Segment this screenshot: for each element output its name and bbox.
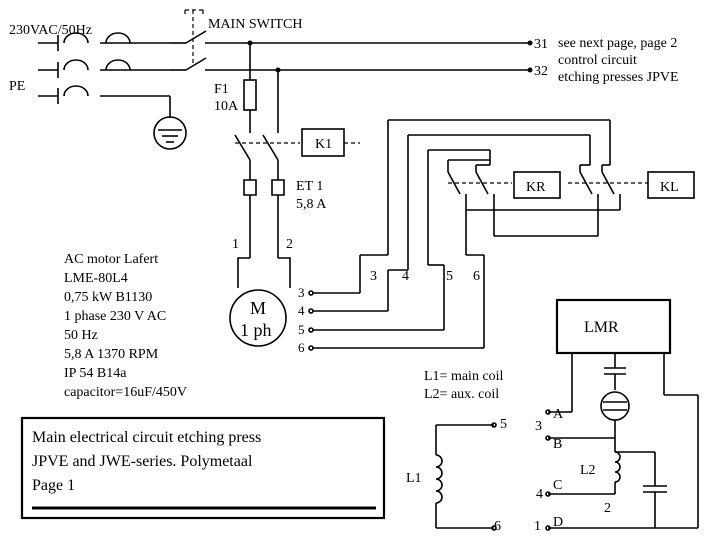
motor-lead-1: 1: [232, 237, 239, 252]
l1-top-terminal: 5: [500, 417, 507, 432]
fuse-f1: [243, 43, 257, 133]
l1-bottom-terminal: 6: [494, 519, 501, 534]
supply-voltage-label: 230VAC/50Hz: [9, 23, 92, 38]
l2-label: L2: [580, 463, 596, 478]
l1-coil: [435, 422, 497, 531]
title-line-3: Page 1: [32, 477, 75, 494]
coil-legend-2: L2= aux. coil: [424, 387, 499, 402]
lmr-circuit: [545, 353, 699, 531]
supply-lines: [38, 32, 171, 118]
lmr-port-d-letter: D: [553, 515, 563, 530]
terminal-31: 31: [534, 37, 548, 52]
motor-spec-line: 5,8 A 1370 RPM: [64, 347, 159, 362]
kl-label: KL: [660, 180, 679, 195]
motor-spec-line: IP 54 B14a: [64, 366, 127, 381]
title-line-1: Main electrical circuit etching press: [32, 429, 261, 446]
bus-label-3: 3: [370, 269, 377, 284]
title-line-2: JPVE and JWE-series. Polymetaal: [32, 453, 253, 470]
kr-coil: [513, 171, 561, 199]
motor-lead-2: 2: [286, 237, 293, 252]
next-page-note-2: control circuit: [558, 53, 637, 68]
motor-specs: AC motor Lafert LME-80L4 0,75 kW B1130 1…: [64, 252, 187, 400]
motor-spec-line: 50 Hz: [64, 328, 98, 343]
motor-winding-leads: [308, 290, 484, 351]
motor-symbol-1ph: 1 ph: [240, 320, 272, 340]
motor-symbol-m: M: [250, 298, 266, 318]
motor-spec-line: capacitor=16uF/450V: [64, 385, 187, 400]
thermal-rating: 5,8 A: [296, 197, 327, 212]
lmr-label: LMR: [584, 319, 619, 336]
next-page-note-1: see next page, page 2: [558, 36, 677, 51]
lmr-box: [555, 298, 672, 355]
kl-coil: [647, 171, 695, 199]
motor-terminal-3: 3: [298, 285, 305, 300]
motor-spec-line: AC motor Lafert: [64, 252, 158, 267]
k1-label: K1: [315, 137, 332, 152]
main-switch-label: MAIN SWITCH: [208, 17, 303, 32]
bus-label-6: 6: [473, 269, 480, 284]
next-page-note-3: etching presses JPVE: [558, 70, 679, 85]
ground-symbol: [153, 116, 187, 150]
l2-tap-label: 2: [604, 501, 611, 516]
lmr-port-a-num: 3: [535, 419, 542, 434]
lmr-port-a-letter: A: [553, 407, 564, 422]
thermal-name: ET 1: [296, 179, 323, 194]
bus-label-4: 4: [402, 269, 409, 284]
kr-label: KR: [526, 180, 546, 195]
reversing-network: [359, 119, 648, 348]
lmr-port-b-letter: B: [553, 437, 562, 452]
lmr-port-c-letter: C: [553, 478, 562, 493]
motor-spec-line: LME-80L4: [64, 271, 128, 286]
motor-terminal-4: 4: [298, 303, 305, 318]
title-block: [20, 416, 386, 520]
motor-spec-line: 0,75 kW B1130: [64, 290, 152, 305]
motor-terminal-5: 5: [298, 322, 305, 337]
fuse-rating: 10A: [214, 99, 239, 114]
terminal-32: 32: [534, 64, 548, 79]
coil-legend-1: L1= main coil: [424, 369, 504, 384]
lmr-port-d-num: 1: [534, 519, 541, 534]
motor-spec-line: 1 phase 230 V AC: [64, 309, 166, 324]
motor-symbol: [229, 289, 287, 347]
lmr-port-c-num: 4: [536, 487, 543, 502]
k1-contacts: [234, 134, 300, 180]
bus-label-5: 5: [446, 269, 453, 284]
main-switch: [170, 9, 530, 71]
l1-label: L1: [406, 471, 422, 486]
fuse-name: F1: [214, 82, 229, 97]
pe-label: PE: [9, 79, 25, 94]
thermal-relay-et1: [243, 179, 285, 258]
motor-terminal-6: 6: [298, 340, 305, 355]
